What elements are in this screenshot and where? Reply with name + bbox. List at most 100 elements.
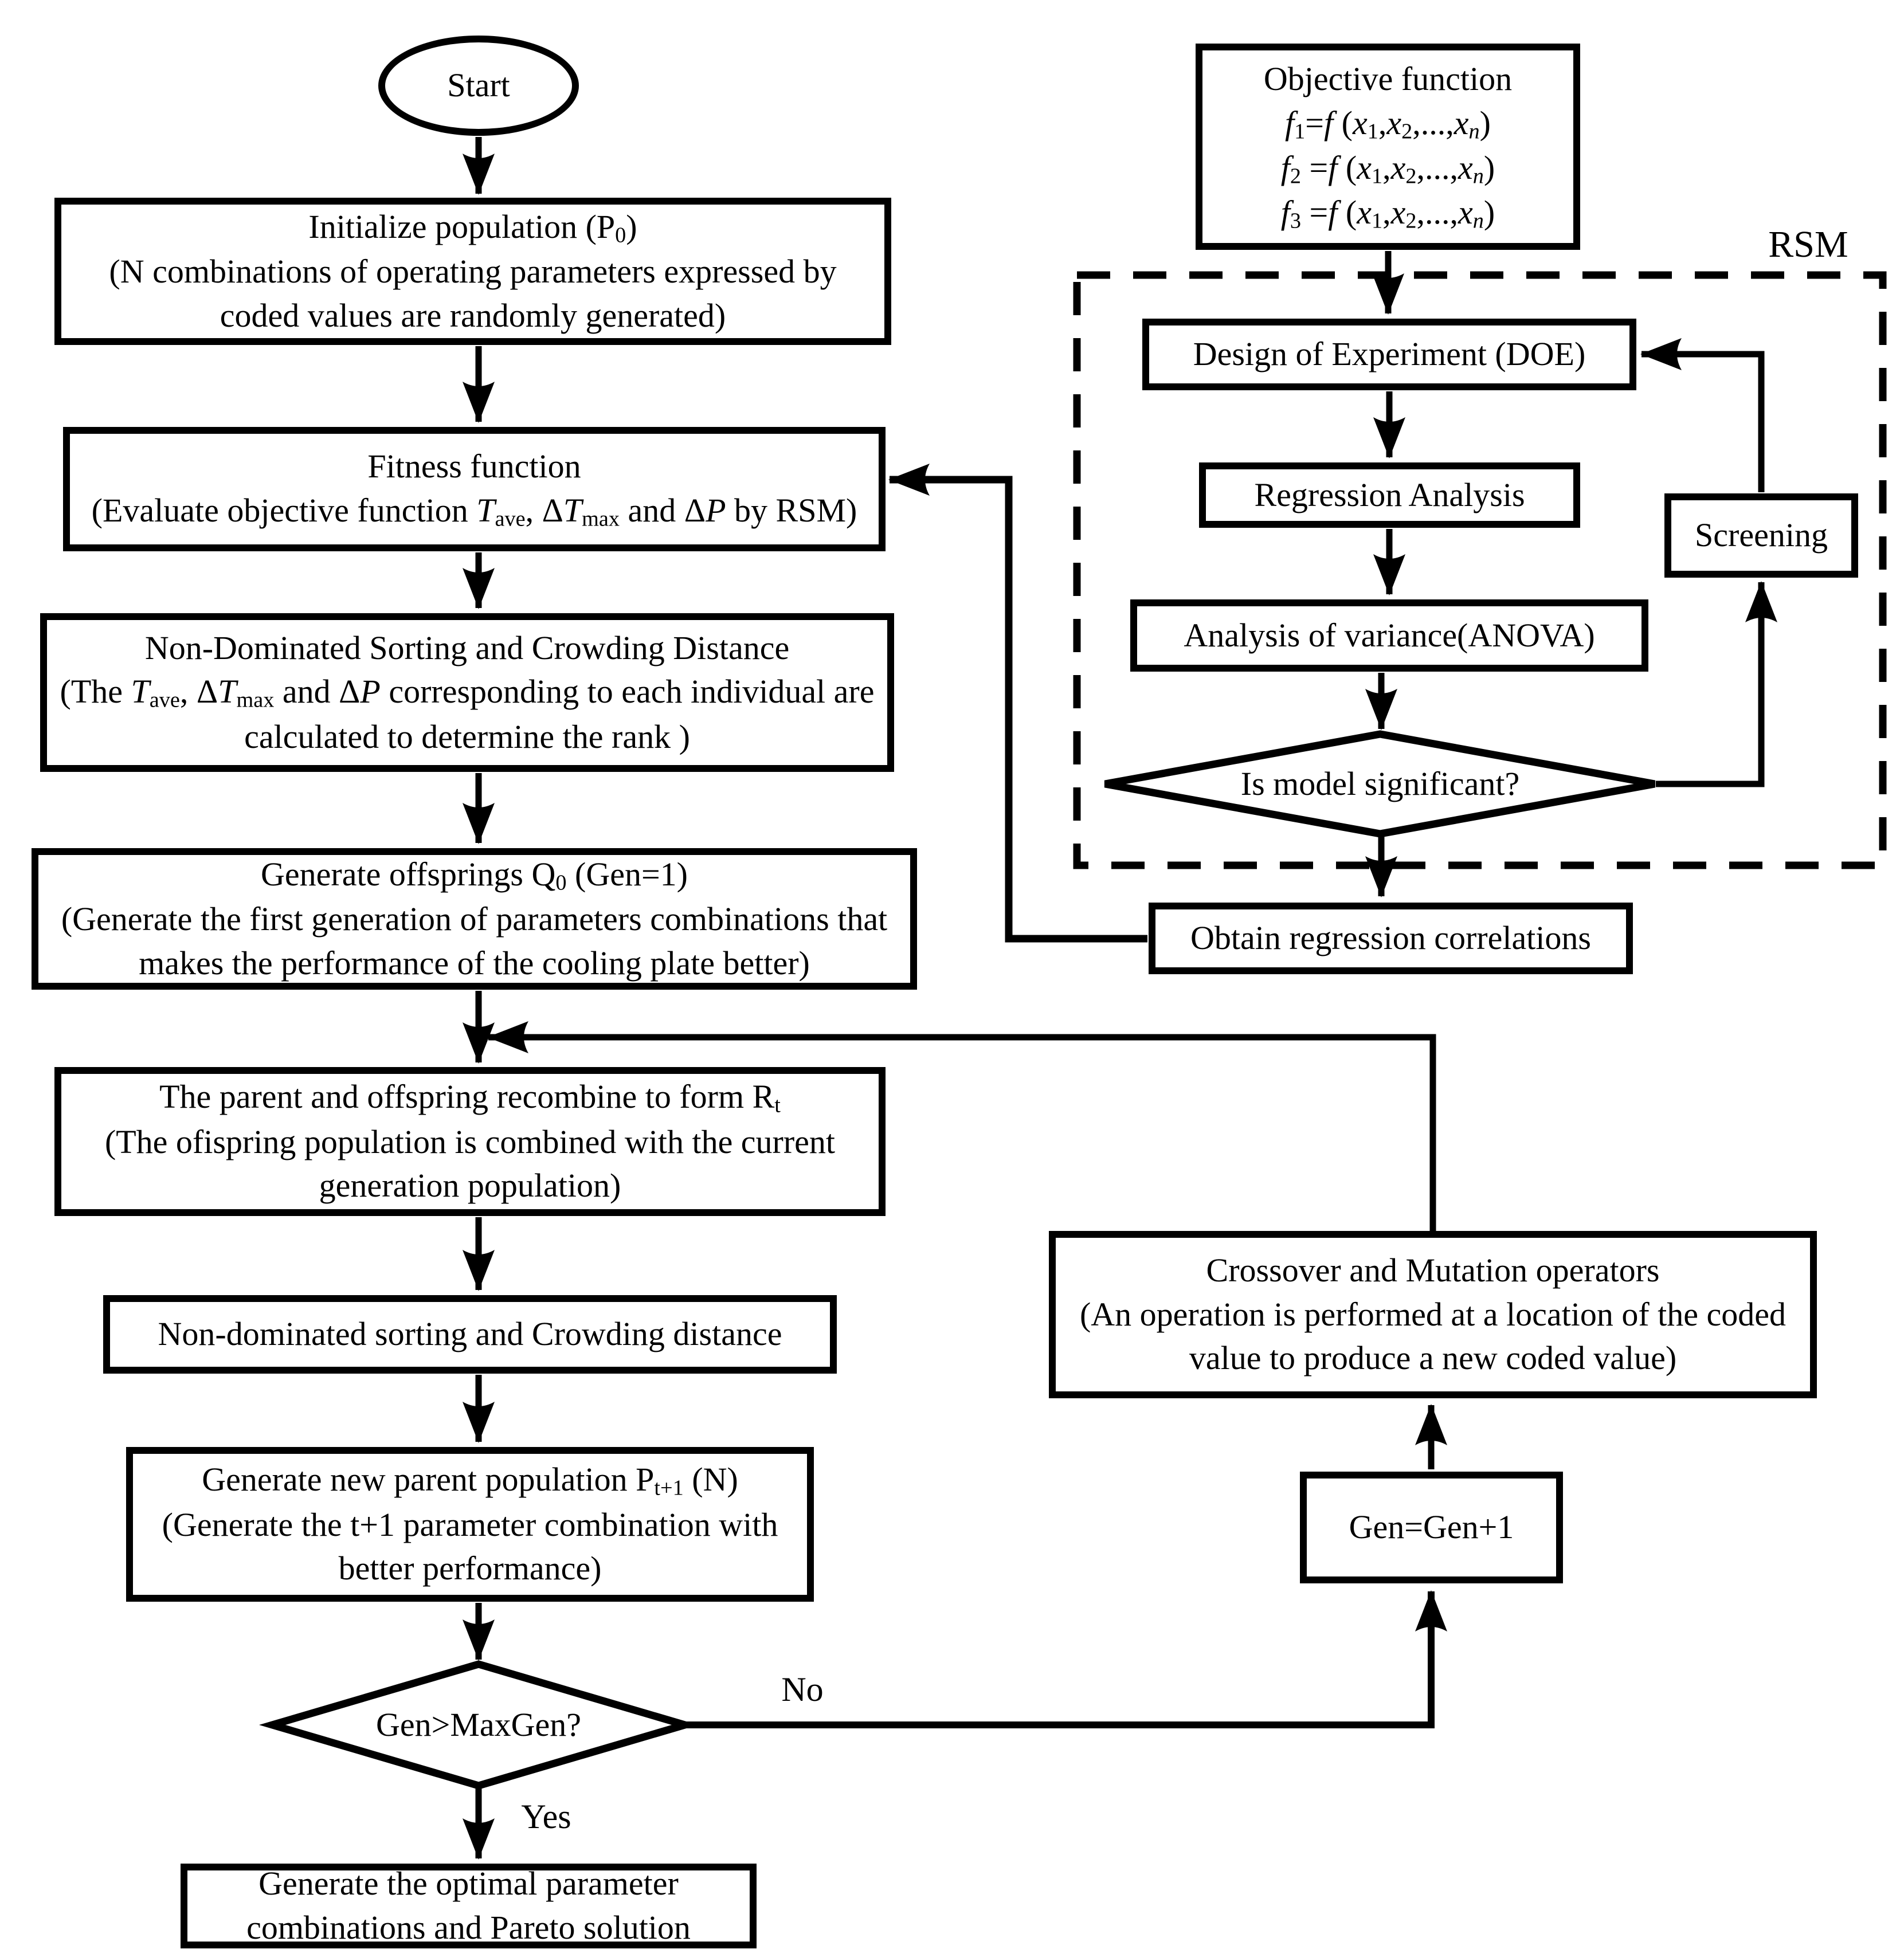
- edge-crossover-feedback-to-join: [487, 1021, 1436, 1231]
- text-segment: x: [1458, 149, 1473, 187]
- text-segment: ,...,: [1412, 104, 1454, 142]
- text-segment: 2: [1405, 164, 1417, 189]
- edge-significant-to-screening: [1656, 581, 1777, 787]
- text-segment: (The: [60, 673, 131, 711]
- text-segment: 1: [1371, 164, 1383, 189]
- node-screening-label: Screening: [1695, 516, 1828, 554]
- text-segment: and Δ: [620, 491, 706, 529]
- text-segment: x: [1357, 194, 1372, 232]
- text-segment: and Δ: [274, 673, 361, 711]
- text-segment: f: [1280, 194, 1290, 232]
- text-segment: Generate offsprings Q: [261, 855, 556, 893]
- text-segment: ave: [495, 507, 526, 531]
- text-segment: The parent and offspring recombine to fo…: [159, 1078, 775, 1116]
- node-anova-label: Analysis of variance(ANOVA): [1184, 616, 1595, 654]
- text-segment: T: [476, 491, 495, 529]
- text-segment: =: [1305, 104, 1325, 142]
- text-segment: f: [1280, 149, 1290, 187]
- node-initialize-population-title: Initialize population (P0): [308, 205, 637, 250]
- edge-screening-to-doe: [1640, 338, 1765, 492]
- text-segment: (Gen=1): [566, 855, 688, 893]
- text-segment: x: [1357, 149, 1372, 187]
- text-segment: 1: [1371, 209, 1383, 233]
- objective-equation-f1: f1=f (x1,x2,...,xn): [1285, 101, 1491, 146]
- node-doe: Design of Experiment (DOE): [1142, 319, 1636, 390]
- node-doe-label: Design of Experiment (DOE): [1193, 335, 1586, 373]
- text-segment: x: [1454, 104, 1469, 142]
- text-segment: 2: [1405, 209, 1417, 233]
- text-segment: n: [1472, 164, 1484, 189]
- text-segment: (: [1337, 149, 1357, 187]
- text-segment: T: [131, 673, 150, 711]
- text-segment: 1: [1367, 119, 1378, 144]
- text-segment: x: [1390, 149, 1406, 187]
- edge-obtain-to-fitness: [888, 464, 1147, 943]
- node-start: Start: [378, 36, 579, 136]
- node-obtain-regression: Obtain regression correlations: [1149, 903, 1633, 974]
- node-anova: Analysis of variance(ANOVA): [1130, 599, 1648, 672]
- text-segment: ): [626, 207, 637, 245]
- text-segment: f: [1324, 104, 1334, 142]
- text-segment: max: [582, 507, 620, 531]
- decision-maxgen-shape: [258, 1660, 699, 1790]
- text-segment: 1: [1294, 119, 1306, 144]
- node-nondominated-sorting-2: Non-dominated sorting and Crowding dista…: [103, 1295, 837, 1374]
- node-crossover-mutation-desc: (An operation is performed at a location…: [1079, 1295, 1787, 1377]
- text-segment: (N): [683, 1461, 738, 1499]
- node-nondominated-sorting-1-desc: (The Tave, ΔTmax and ΔP corresponding to…: [55, 670, 879, 759]
- node-new-parent-population-title: Generate new parent population Pt+1 (N): [202, 1458, 738, 1503]
- text-segment: Initialize population (P: [308, 207, 616, 245]
- text-segment: 0: [615, 223, 626, 248]
- node-start-label: Start: [447, 66, 510, 104]
- node-recombine: The parent and offspring recombine to fo…: [54, 1067, 886, 1216]
- text-segment: =: [1301, 149, 1329, 187]
- rsm-region-label: RSM: [1768, 223, 1848, 266]
- text-segment: 2: [1290, 164, 1302, 189]
- text-segment: by RSM): [726, 491, 857, 529]
- node-generate-offsprings-title: Generate offsprings Q0 (Gen=1): [261, 853, 688, 897]
- text-segment: f: [1328, 149, 1338, 187]
- node-regression-analysis: Regression Analysis: [1199, 462, 1580, 528]
- node-nondominated-sorting-1-title: Non-Dominated Sorting and Crowding Dista…: [144, 629, 790, 666]
- node-objective-function: Objective function f1=f (x1,x2,...,xn) f…: [1196, 44, 1580, 250]
- rsm-dashed-boundary: [1073, 271, 1887, 869]
- node-crossover-mutation: Crossover and Mutation operators (An ope…: [1049, 1231, 1817, 1398]
- text-segment: n: [1468, 119, 1480, 144]
- text-segment: T: [563, 491, 582, 529]
- text-segment: =: [1301, 194, 1329, 232]
- decision-maxgen-label: Gen>MaxGen?: [375, 1706, 582, 1744]
- text-segment: corresponding to each individual are cal…: [244, 673, 875, 755]
- node-fitness-function-title: Fitness function: [367, 448, 581, 485]
- node-new-parent-population: Generate new parent population Pt+1 (N) …: [126, 1447, 814, 1602]
- text-segment: ): [1483, 194, 1495, 232]
- node-obtain-regression-label: Obtain regression correlations: [1190, 919, 1591, 957]
- node-optimal-result: Generate the optimal parameter combinati…: [181, 1864, 757, 1948]
- node-new-parent-population-desc: (Generate the t+1 parameter combination …: [162, 1505, 778, 1587]
- edge-label-yes: Yes: [521, 1797, 571, 1836]
- text-segment: (Evaluate objective function: [91, 491, 477, 529]
- text-segment: , Δ: [525, 491, 563, 529]
- node-recombine-title: The parent and offspring recombine to fo…: [159, 1075, 781, 1120]
- text-segment: x: [1390, 194, 1406, 232]
- text-segment: 3: [1290, 209, 1302, 233]
- text-segment: ,...,: [1416, 149, 1459, 187]
- text-segment: ,: [1378, 104, 1387, 142]
- text-segment: n: [1472, 209, 1484, 233]
- text-segment: ,: [1382, 149, 1391, 187]
- text-segment: ): [1479, 104, 1491, 142]
- text-segment: ave: [149, 688, 180, 713]
- node-nondominated-sorting-2-title: Non-dominated sorting and Crowding dista…: [158, 1315, 782, 1353]
- text-segment: ,...,: [1416, 194, 1459, 232]
- objective-equation-f3: f3 =f (x1,x2,...,xn): [1281, 191, 1495, 236]
- node-initialize-population: Initialize population (P0) (N combinatio…: [54, 198, 891, 345]
- node-fitness-function: Fitness function (Evaluate objective fun…: [63, 427, 886, 551]
- objective-equation-f2: f2 =f (x1,x2,...,xn): [1281, 146, 1495, 191]
- node-recombine-desc: (The ofispring population is combined wi…: [104, 1123, 836, 1205]
- text-segment: P: [360, 673, 381, 711]
- text-segment: f: [1328, 194, 1338, 232]
- text-segment: (: [1333, 104, 1353, 142]
- text-segment: max: [236, 688, 275, 713]
- text-segment: 0: [555, 870, 567, 895]
